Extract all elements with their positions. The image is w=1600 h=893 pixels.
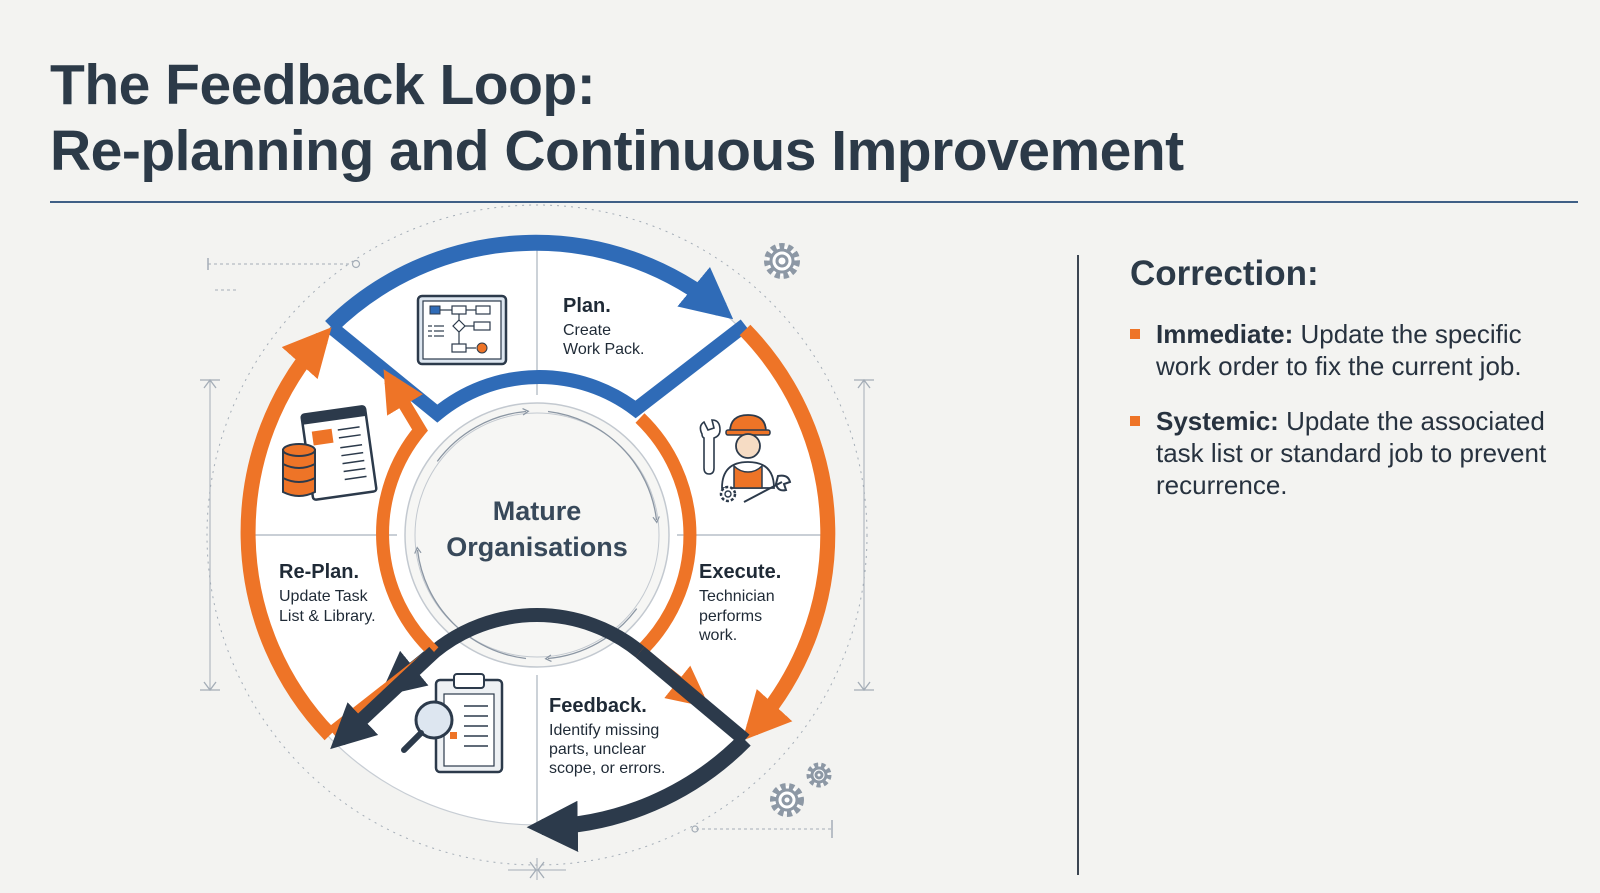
replan-line-2: List & Library. <box>279 608 376 625</box>
plan-arc-arrow <box>325 234 734 333</box>
database-document-icon <box>282 405 378 501</box>
flowchart-board-icon <box>416 294 508 366</box>
correction-term: Immediate: <box>1156 319 1294 349</box>
execute-line-2: performs <box>699 608 762 625</box>
correction-list: Immediate: Update the specific work orde… <box>1130 318 1570 524</box>
page-title: The Feedback Loop: Re-planning and Conti… <box>50 52 1184 184</box>
feedback-tail-stroke <box>635 646 750 746</box>
title-line-2: Re-planning and Continuous Improvement <box>50 119 1184 183</box>
correction-item-immediate: Immediate: Update the specific work orde… <box>1130 318 1570 382</box>
correction-item-systemic: Systemic: Update the associated task lis… <box>1130 405 1570 501</box>
segment-feedback: Feedback. Identify missing parts, unclea… <box>549 695 665 777</box>
feedback-loop-diagram: Mature Organisations Plan. Create Work P… <box>200 204 874 880</box>
gear-icon <box>764 243 832 817</box>
segment-replan: Re-Plan. Update Task List & Library. <box>279 561 376 625</box>
cycle-arrows <box>240 234 836 852</box>
hub-label-line-2: Organisations <box>446 532 628 562</box>
plan-line-1: Create <box>563 322 611 339</box>
correction-heading: Correction: <box>1130 254 1319 293</box>
hub-cycle-arrows <box>414 408 660 662</box>
segment-plan: Plan. Create Work Pack. <box>563 295 645 358</box>
execute-inner-stroke <box>630 413 710 708</box>
hub-inner-ring <box>414 412 660 658</box>
title-line-1: The Feedback Loop: <box>50 53 596 117</box>
bullet-square-icon <box>1130 329 1140 339</box>
correction-term: Systemic: <box>1156 406 1279 436</box>
clipboard-magnifier-icon <box>401 673 504 774</box>
plan-return-stroke <box>326 319 750 423</box>
replan-inner-stroke <box>376 369 439 657</box>
bullet-square-icon <box>1130 416 1140 426</box>
feedback-arc-arrow <box>526 734 751 852</box>
correction-text: Update the specific work order to fix th… <box>1156 319 1522 381</box>
panel-divider <box>1077 255 1079 875</box>
execute-title: Execute. <box>699 561 781 583</box>
plan-line-2: Work Pack. <box>563 341 645 358</box>
feedback-inner-stroke <box>379 608 645 697</box>
replan-arc-arrow <box>240 327 336 741</box>
plan-title: Plan. <box>563 295 611 317</box>
title-divider <box>50 201 1578 203</box>
segment-execute: Execute. Technician performs work. <box>698 561 781 644</box>
replan-line-1: Update Task <box>279 588 369 605</box>
feedback-title: Feedback. <box>549 695 647 717</box>
feedback-line-1: Identify missing <box>549 722 659 739</box>
replan-title: Re-Plan. <box>279 561 359 583</box>
navy-bottom-arrow <box>330 646 439 750</box>
feedback-line-3: scope, or errors. <box>549 760 665 777</box>
execute-line-3: work. <box>698 627 737 644</box>
technician-icon <box>699 414 792 503</box>
execute-line-1: Technician <box>699 588 775 605</box>
segment-dividers <box>247 245 827 825</box>
hub-circle <box>404 402 670 668</box>
hub-label-line-1: Mature <box>493 496 582 526</box>
feedback-line-2: parts, unclear <box>549 741 647 758</box>
correction-text: Update the associated task list or stand… <box>1156 406 1547 500</box>
execute-arc-arrow <box>739 324 836 741</box>
guide-lines <box>200 204 874 880</box>
